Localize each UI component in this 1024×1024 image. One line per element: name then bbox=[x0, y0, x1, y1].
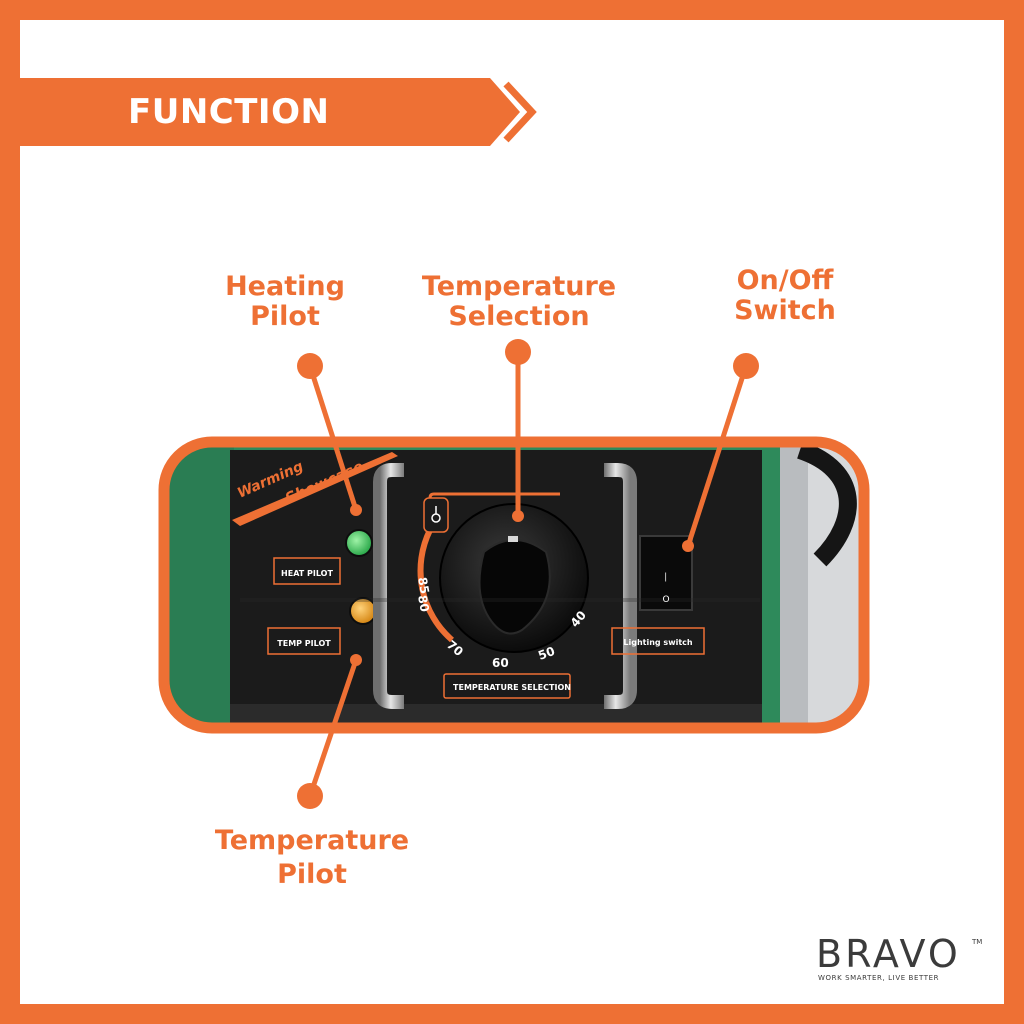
brand-trademark: TM bbox=[972, 938, 983, 946]
dial-mark-60: 60 bbox=[492, 656, 509, 670]
lighting-switch-label: Lighting switch bbox=[623, 638, 692, 647]
brand-tagline: WORK SMARTER, LIVE BETTER bbox=[818, 974, 940, 982]
leader-heating-pilot bbox=[297, 353, 362, 516]
function-banner bbox=[20, 78, 537, 146]
callout-temperature-pilot: Temperature Pilot bbox=[214, 825, 410, 890]
callout-on-off-switch: On/Off Switch bbox=[734, 265, 836, 326]
leader-temperature-pilot bbox=[297, 654, 362, 809]
callout-heating-pilot: Heating Pilot bbox=[225, 271, 345, 332]
dial-mark-80: 80 bbox=[415, 594, 432, 613]
temperature-selection-label: TEMPERATURE SELECTION bbox=[453, 683, 571, 692]
callout-temperature-selection: Temperature Selection bbox=[421, 271, 617, 332]
leader-temperature-selection bbox=[505, 339, 531, 522]
temp-pilot-label: TEMP PILOT bbox=[277, 639, 331, 648]
dial-mark-85: 85 bbox=[415, 576, 432, 595]
dial-mark-50: 50 bbox=[536, 644, 556, 663]
heat-pilot-label: HEAT PILOT bbox=[281, 569, 333, 578]
switch-on-symbol: — bbox=[660, 572, 671, 582]
photo-frame bbox=[158, 436, 870, 734]
leader-on-off-switch bbox=[682, 353, 759, 552]
brand-logo: BRAVO bbox=[816, 932, 961, 976]
switch-off-symbol: O bbox=[662, 595, 669, 605]
banner-title: FUNCTION bbox=[128, 92, 330, 132]
